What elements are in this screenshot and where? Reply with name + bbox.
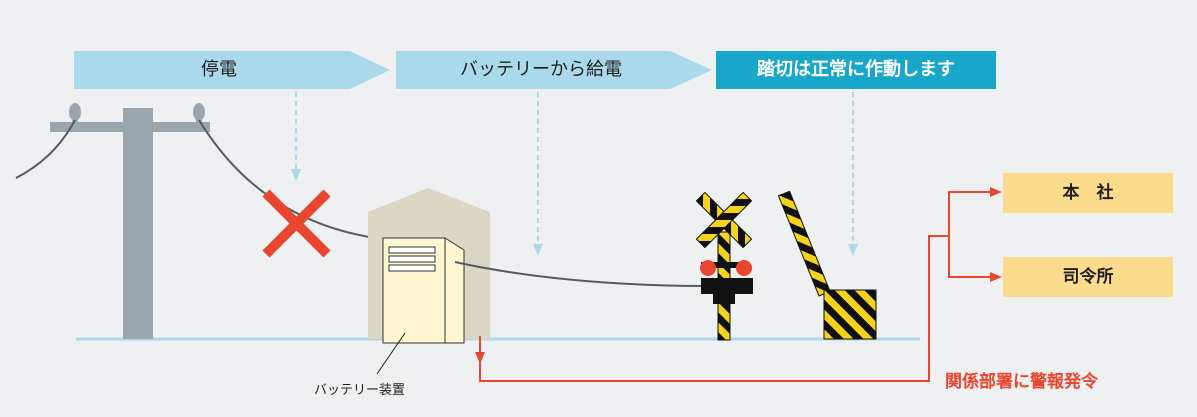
battery-caption-pointer xyxy=(376,332,406,375)
step-box-crossing-operates xyxy=(716,51,996,89)
step-label-battery-supply: バッテリーから給電 xyxy=(460,59,622,80)
step-arrow-battery-supply xyxy=(396,51,712,89)
battery-cable xyxy=(454,261,703,287)
alarm-branch-headquarters xyxy=(948,187,1002,277)
cross-mark-icon xyxy=(262,189,331,258)
utility-pole-icon xyxy=(50,103,210,339)
alarm-label: 関係部署に警報発令 xyxy=(945,372,1098,392)
command-center-label: 司令所 xyxy=(1062,267,1114,287)
battery-caption: バッテリー装置 xyxy=(314,383,406,398)
alarm-path xyxy=(479,235,949,382)
alarm-branch-command-center xyxy=(948,236,1002,282)
battery-unit-icon xyxy=(382,237,465,344)
headquarters-box xyxy=(1003,173,1173,213)
crossing-signal-icon xyxy=(695,191,753,341)
step-label-crossing-operates: 踏切は正常に作動します xyxy=(757,59,955,80)
crossing-barrier-icon xyxy=(777,190,877,340)
command-center-box xyxy=(1003,257,1173,297)
power-line-left xyxy=(15,119,76,179)
headquarters-label: 本 社 xyxy=(1062,183,1114,203)
step-label-outage: 停電 xyxy=(201,59,237,80)
step-arrow-outage xyxy=(74,51,390,89)
